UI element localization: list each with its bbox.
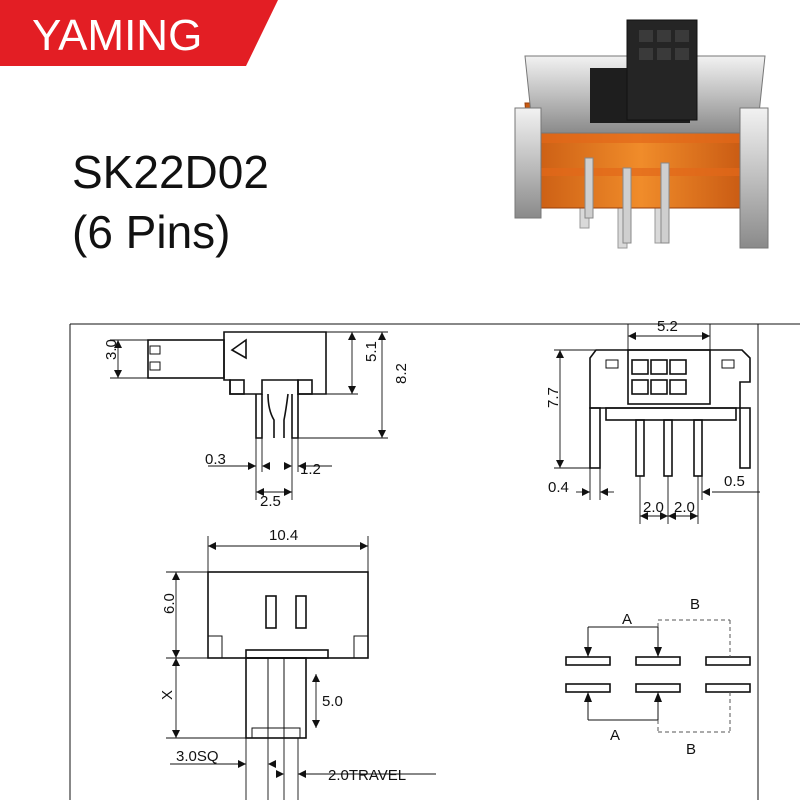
dim-front-7-7: 7.7	[545, 387, 562, 408]
dimension-drawing: 3.0 5.1 8.2 0.3 1.2 2.5	[69, 318, 800, 800]
brand-banner: YAMING	[0, 0, 280, 70]
dim-side-2-5: 2.5	[260, 493, 281, 510]
dim-side-1-2: 1.2	[300, 461, 321, 478]
slide-switch-photo	[514, 19, 769, 249]
dim-top-6-0: 6.0	[161, 593, 178, 614]
model-title: SK22D02	[72, 146, 269, 198]
brand-name: YAMING	[32, 11, 203, 60]
dim-front-5-2: 5.2	[657, 318, 678, 335]
dim-side-0-3: 0.3	[205, 451, 226, 468]
dim-top-3-0sq: 3.0SQ	[176, 748, 219, 765]
pin-count: (6 Pins)	[72, 206, 231, 258]
top-view: 10.4 6.0 X 5.0 3.0SQ 2.0TRAVEL	[159, 527, 436, 800]
dim-front-2-0-b: 2.0	[674, 499, 695, 516]
front-view: 5.2 7.7 0.4 0.5 2.0 2.0	[545, 318, 760, 524]
side-view: 3.0 5.1 8.2 0.3 1.2 2.5	[103, 331, 410, 510]
dim-top-10-4: 10.4	[269, 527, 298, 544]
dim-top-x: X	[159, 690, 176, 700]
schematic-label-a-bottom: A	[610, 727, 620, 744]
brand-banner-shape	[0, 0, 278, 66]
dim-side-3-0: 3.0	[103, 339, 120, 360]
dim-top-2-0travel: 2.0TRAVEL	[328, 767, 406, 784]
dim-side-8-2: 8.2	[393, 363, 410, 384]
switch-schematic: A B A B	[565, 596, 751, 758]
dim-side-5-1: 5.1	[363, 341, 380, 362]
dim-front-2-0-a: 2.0	[643, 499, 664, 516]
schematic-label-b-top: B	[690, 596, 700, 613]
schematic-label-b-bottom: B	[686, 741, 696, 758]
dim-front-0-5: 0.5	[724, 473, 745, 490]
schematic-label-a-top: A	[622, 611, 632, 628]
dim-top-5-0: 5.0	[322, 693, 343, 710]
dim-front-0-4: 0.4	[548, 479, 569, 496]
